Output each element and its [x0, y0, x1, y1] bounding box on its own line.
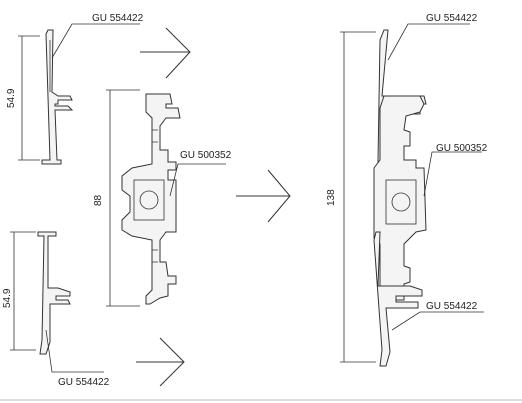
dim-top-left-text: 54.9	[6, 88, 17, 108]
label-right-top: GU 554422	[426, 13, 478, 24]
dimension-top-left: 54.9	[6, 35, 40, 161]
label-right-top-group: GU 554422	[387, 13, 478, 61]
dimension-bottom-left: 54.9	[2, 231, 36, 351]
dim-middle-text: 88	[93, 194, 104, 206]
dimension-assembled: 138	[326, 31, 376, 363]
label-top-left-group: GU 554422	[51, 13, 144, 59]
dim-bottom-left-text: 54.9	[2, 288, 13, 308]
label-middle-group: GU 500352	[169, 150, 232, 197]
label-right-bottom: GU 554422	[426, 301, 478, 312]
label-top-left: GU 554422	[92, 13, 144, 24]
arrow-bottom	[136, 337, 185, 387]
dimension-middle: 88	[93, 89, 140, 307]
label-bottom-left-group: GU 554422	[45, 329, 110, 388]
label-middle: GU 500352	[180, 150, 232, 161]
arrow-middle	[236, 169, 291, 223]
label-bottom-left: GU 554422	[58, 377, 110, 388]
profile-middle	[121, 93, 181, 305]
label-right-middle: GU 500352	[436, 143, 488, 154]
label-right-middle-group: GU 500352	[423, 143, 488, 197]
profile-assembled	[373, 29, 427, 367]
label-right-bottom-group: GU 554422	[391, 301, 484, 331]
profile-bottom-left	[37, 231, 71, 355]
profile-top-left	[41, 29, 74, 165]
arrow-top	[140, 27, 191, 79]
dim-assembled-text: 138	[326, 189, 337, 206]
